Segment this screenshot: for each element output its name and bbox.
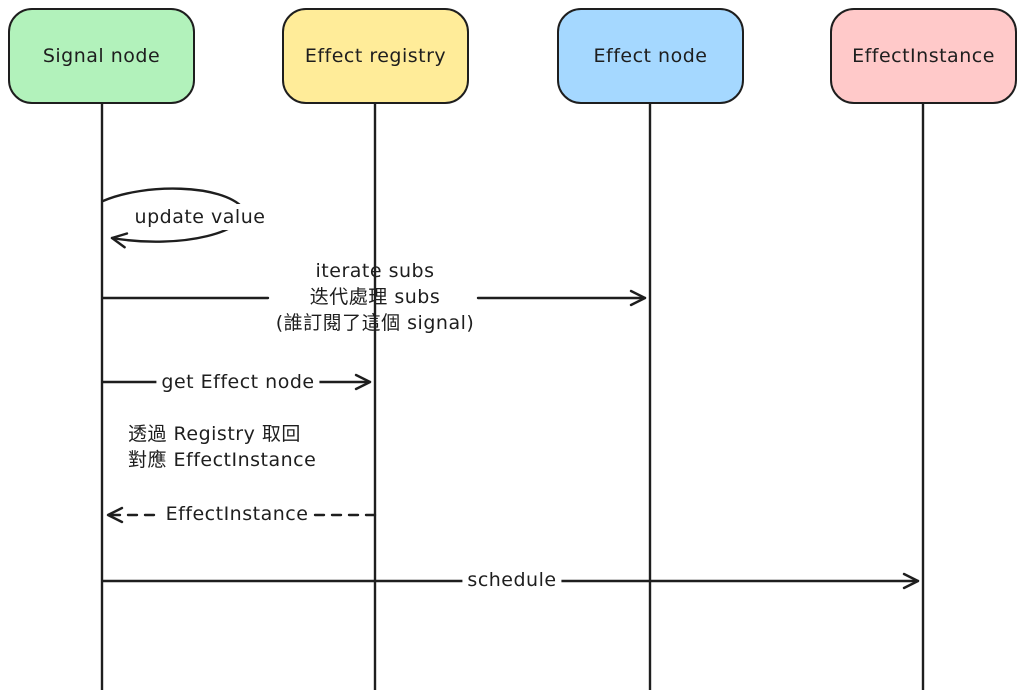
participant-effect-instance: EffectInstance xyxy=(830,8,1017,104)
message-label-update-value: update value xyxy=(129,204,271,230)
message-label-schedule: schedule xyxy=(462,567,562,593)
participant-effect-registry-label: Effect registry xyxy=(304,45,447,67)
message-label-effect-instance-return: EffectInstance xyxy=(160,501,314,527)
message-label-iterate-subs-line-1: iterate subs xyxy=(315,260,435,282)
participant-effect-node: Effect node xyxy=(557,8,744,104)
message-label-get-effect-node: get Effect node xyxy=(156,369,320,395)
participant-signal-node: Signal node xyxy=(8,8,195,104)
participant-signal-node-label: Signal node xyxy=(42,45,161,67)
message-label-iterate-subs-line-2: 迭代處理 subs xyxy=(309,286,441,308)
message-label-iterate-subs: iterate subs 迭代處理 subs (誰訂閱了這個 signal) xyxy=(276,258,475,336)
participant-effect-registry: Effect registry xyxy=(282,8,469,104)
participant-effect-node-label: Effect node xyxy=(593,45,708,67)
participant-effect-instance-label: EffectInstance xyxy=(852,45,995,67)
message-label-iterate-subs-line-3: (誰訂閱了這個 signal) xyxy=(275,312,475,334)
note-registry-lookup-line-2: 對應 EffectInstance xyxy=(128,449,317,471)
note-registry-lookup-line-1: 透過 Registry 取回 xyxy=(128,423,301,445)
note-registry-lookup: 透過 Registry 取回 對應 EffectInstance xyxy=(128,421,316,473)
